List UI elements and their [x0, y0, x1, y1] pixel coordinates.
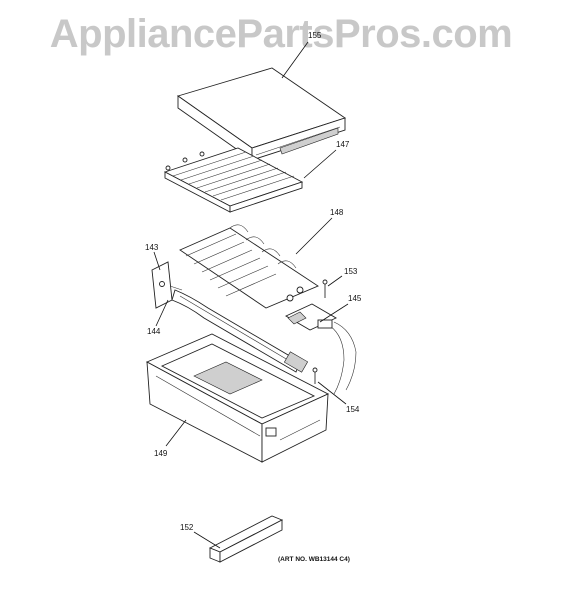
callout-152: 152	[180, 523, 194, 532]
element-part	[179, 224, 319, 309]
screw-153-part	[322, 279, 328, 298]
leader-lines	[153, 41, 349, 549]
art-number: (ART NO. WB13144 C4)	[278, 556, 350, 563]
callout-148: 148	[330, 208, 344, 217]
callout-145: 145	[348, 294, 362, 303]
grate-part	[163, 147, 304, 213]
callout-155: 155	[308, 31, 322, 40]
callout-153: 153	[344, 267, 358, 276]
callout-144: 144	[147, 327, 161, 336]
heater-tube-part	[171, 289, 309, 373]
cover-part	[176, 67, 347, 161]
thermostat-part	[285, 303, 357, 395]
pan-part	[145, 333, 330, 463]
callout-154: 154	[346, 405, 360, 414]
watermark: AppliancePartsPros.com	[49, 12, 513, 56]
callout-149: 149	[154, 449, 168, 458]
trim-part	[208, 515, 284, 563]
callout-143: 143	[145, 243, 159, 252]
callout-147: 147	[336, 140, 350, 149]
